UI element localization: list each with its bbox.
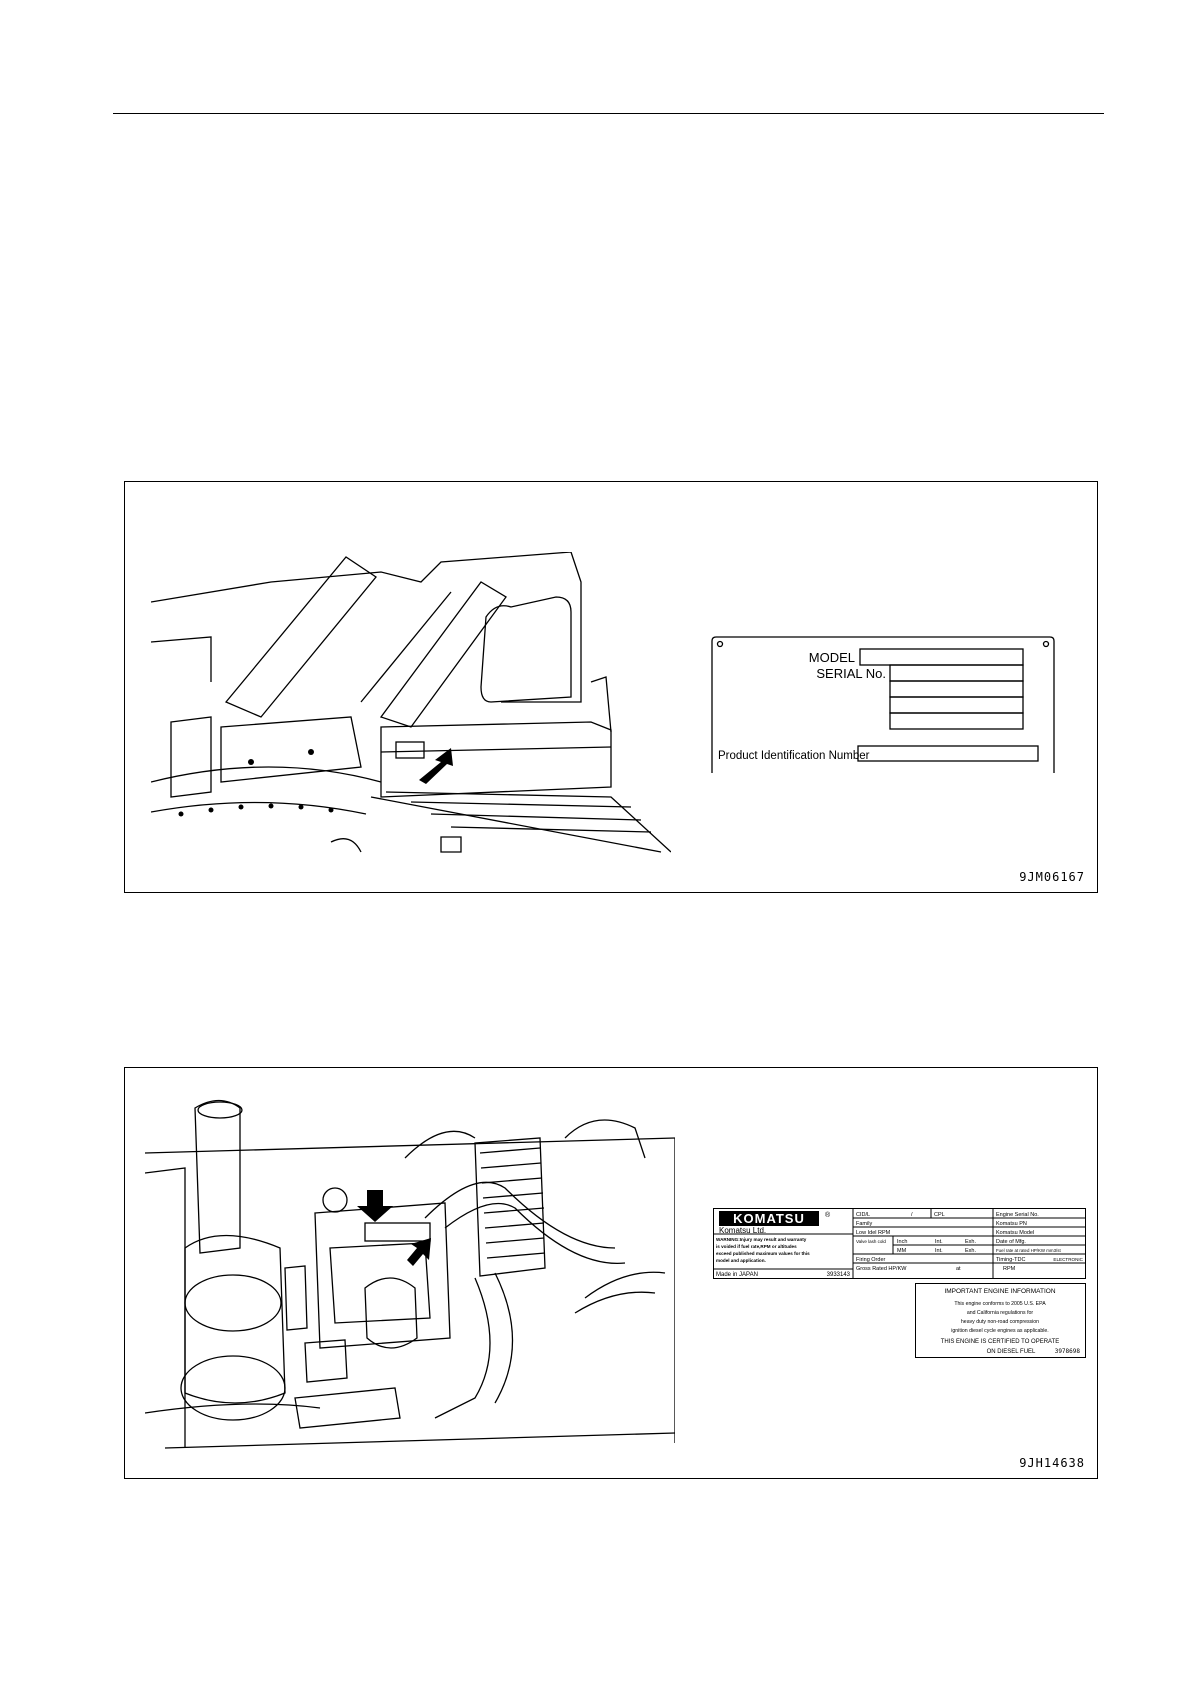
svg-text:at: at bbox=[956, 1266, 961, 1272]
figure-machine-serial-plate: MODEL SERIAL No. Product Identification … bbox=[124, 481, 1098, 893]
svg-text:CPL: CPL bbox=[934, 1212, 945, 1218]
svg-text:CID/L: CID/L bbox=[856, 1212, 870, 1218]
svg-text:Int.: Int. bbox=[935, 1239, 943, 1245]
serial-label: SERIAL No. bbox=[816, 666, 886, 681]
engine-compartment-illustration bbox=[145, 1099, 675, 1449]
svg-text:Komatsu PN: Komatsu PN bbox=[996, 1221, 1027, 1227]
machine-side-illustration bbox=[151, 552, 671, 853]
warning-line-4: model and application. bbox=[716, 1258, 766, 1263]
svg-text:Exh.: Exh. bbox=[965, 1239, 976, 1245]
svg-text:®: ® bbox=[825, 1211, 831, 1219]
figure-engine-serial-plate: KOMATSU ® Komatsu Ltd. WARNING:Injury ma… bbox=[124, 1067, 1098, 1479]
figure-code: 9JM06167 bbox=[1019, 870, 1085, 884]
svg-text:/: / bbox=[911, 1212, 913, 1218]
machine-serial-plate: MODEL SERIAL No. Product Identification … bbox=[711, 636, 1055, 773]
maker: Komatsu Ltd. bbox=[719, 1226, 766, 1235]
svg-text:Low Idel RPM: Low Idel RPM bbox=[856, 1230, 891, 1236]
svg-text:Firing Order: Firing Order bbox=[856, 1257, 886, 1263]
svg-text:Gross Rated HP/KW: Gross Rated HP/KW bbox=[856, 1266, 907, 1272]
svg-text:ignition diesel cycle engines: ignition diesel cycle engines as applica… bbox=[951, 1328, 1048, 1334]
figure-code: 9JH14638 bbox=[1019, 1456, 1085, 1470]
svg-text:Inch: Inch bbox=[897, 1239, 907, 1245]
info-code: 3978698 bbox=[1055, 1348, 1081, 1355]
header-rule bbox=[113, 113, 1104, 114]
svg-text:Int.: Int. bbox=[935, 1248, 943, 1254]
svg-text:Komatsu Model: Komatsu Model bbox=[996, 1230, 1034, 1236]
svg-text:RPM: RPM bbox=[1003, 1266, 1016, 1272]
warning-line-3: exceed published maximum values for this bbox=[716, 1251, 810, 1256]
warning-line-2: is voided if fuel rate,RPM or altitudes bbox=[716, 1244, 797, 1249]
svg-text:and California regulations for: and California regulations for bbox=[967, 1310, 1034, 1316]
warning-line-1: WARNING:Injury may result and warranty bbox=[716, 1237, 807, 1242]
svg-text:Timing-TDC: Timing-TDC bbox=[996, 1257, 1025, 1263]
pin-label: Product Identification Number bbox=[718, 750, 870, 762]
brand-logo: KOMATSU bbox=[733, 1211, 805, 1226]
made-in: Made in JAPAN bbox=[716, 1272, 758, 1278]
svg-text:This engine conforms to 2005 U: This engine conforms to 2005 U.S. EPA bbox=[954, 1301, 1046, 1307]
engine-serial-plate: KOMATSU ® Komatsu Ltd. WARNING:Injury ma… bbox=[713, 1208, 1086, 1279]
svg-text:Date of Mfg.: Date of Mfg. bbox=[996, 1239, 1026, 1245]
important-engine-information-label: IMPORTANT ENGINE INFORMATION This engine… bbox=[915, 1283, 1086, 1358]
svg-text:Family: Family bbox=[856, 1221, 872, 1227]
model-label: MODEL bbox=[809, 650, 855, 665]
cert-line-2: ON DIESEL FUEL bbox=[987, 1349, 1036, 1355]
cert-line-1: THIS ENGINE IS CERTIFIED TO OPERATE bbox=[941, 1339, 1060, 1345]
svg-text:ELECTRONIC: ELECTRONIC bbox=[1053, 1257, 1083, 1262]
svg-text:Engine Serial No.: Engine Serial No. bbox=[996, 1212, 1039, 1218]
svg-text:heavy duty non-road compressio: heavy duty non-road compression bbox=[961, 1319, 1039, 1325]
svg-text:MM: MM bbox=[897, 1248, 907, 1254]
svg-text:Fuel rate at rated HP/KW mm3/s: Fuel rate at rated HP/KW mm3/st bbox=[996, 1248, 1061, 1253]
part-number: 3933143 bbox=[827, 1272, 851, 1278]
svg-text:Exh.: Exh. bbox=[965, 1248, 976, 1254]
info-title: IMPORTANT ENGINE INFORMATION bbox=[944, 1288, 1055, 1295]
svg-text:Valve lash cold: Valve lash cold bbox=[856, 1239, 886, 1244]
